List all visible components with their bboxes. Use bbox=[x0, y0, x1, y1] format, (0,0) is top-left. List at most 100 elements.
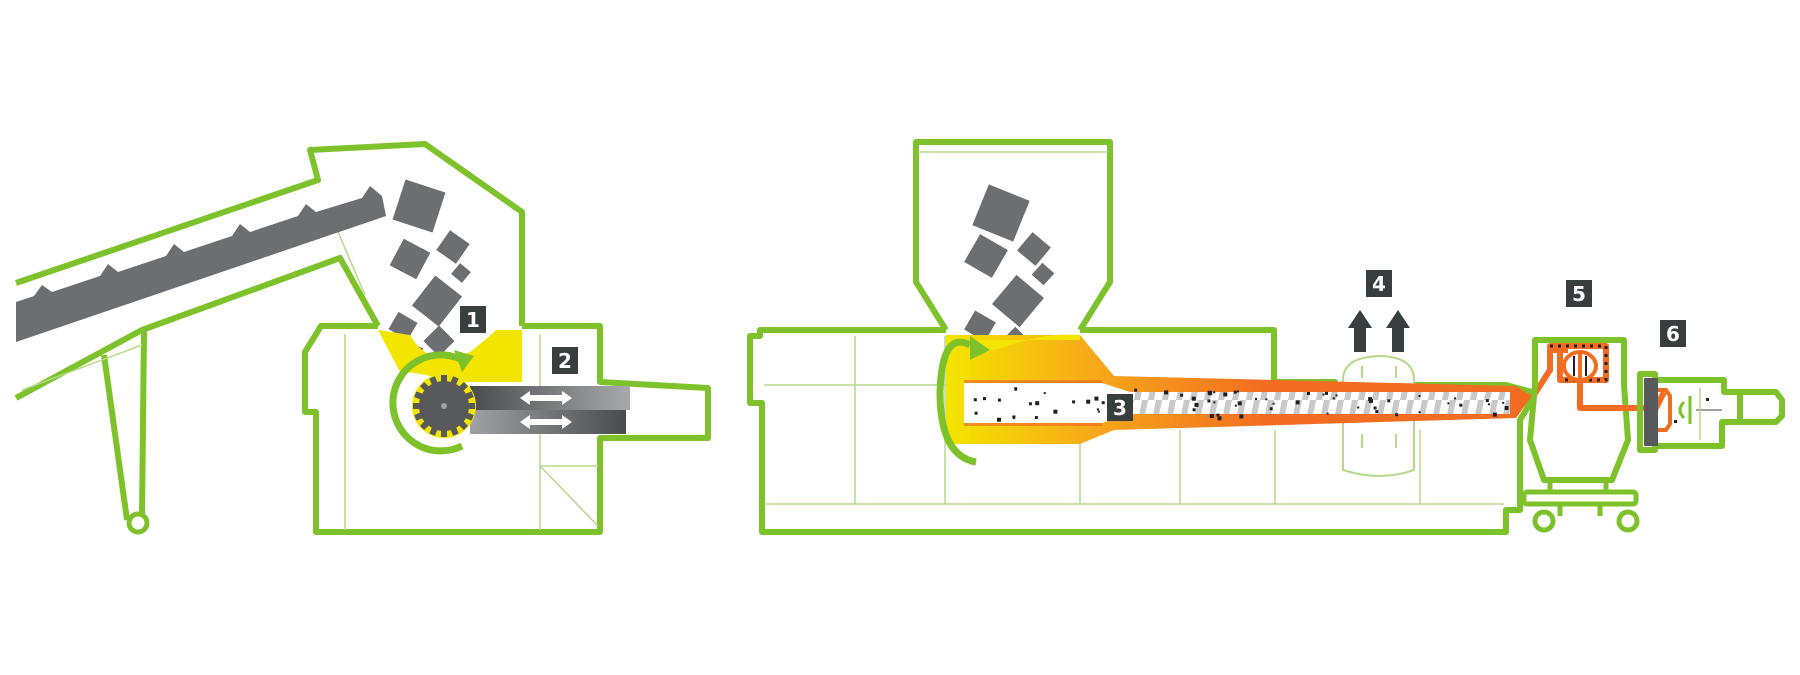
barrel-particle bbox=[1234, 404, 1237, 407]
barrel-particle bbox=[1192, 408, 1196, 412]
barrel-particle bbox=[1034, 416, 1038, 419]
barrel-particle bbox=[1373, 406, 1377, 410]
barrel-particle bbox=[1237, 401, 1242, 406]
barrel-particle bbox=[1326, 412, 1329, 415]
cart-wheel bbox=[1532, 509, 1556, 533]
barrel-particle bbox=[973, 398, 977, 402]
barrel-particle bbox=[1307, 392, 1310, 395]
barrel-particle bbox=[997, 398, 1001, 402]
barrel-particle bbox=[1028, 402, 1032, 406]
rotation-arrow-icon bbox=[389, 350, 474, 455]
barrel-particle bbox=[974, 411, 978, 415]
rotor-tooth bbox=[458, 420, 469, 431]
barrel-particle bbox=[1209, 414, 1214, 418]
die-flow bbox=[1658, 388, 1672, 432]
barrel-particles bbox=[973, 387, 1509, 422]
rotor-tooth bbox=[414, 391, 424, 400]
barrel-particle bbox=[1265, 398, 1268, 401]
barrel-particle bbox=[1375, 410, 1379, 414]
shredder-hopper bbox=[378, 330, 522, 382]
barrel-particle bbox=[1213, 391, 1216, 394]
barrel-particle bbox=[1488, 403, 1491, 406]
barrel-particle bbox=[1180, 393, 1184, 397]
cart-wheel bbox=[1616, 509, 1640, 533]
barrel-particle bbox=[1492, 412, 1497, 417]
feed-hopper bbox=[913, 139, 1113, 332]
rotor-tooth bbox=[450, 376, 459, 386]
barrel-particle bbox=[1322, 393, 1325, 396]
step-badge-4: 4 bbox=[1366, 270, 1392, 297]
barrel-particle bbox=[1207, 399, 1211, 403]
barrel-particle bbox=[1233, 390, 1237, 394]
barrel-particle bbox=[1239, 414, 1244, 419]
rotor-tooth bbox=[450, 426, 459, 436]
rotation-arrow-icon bbox=[936, 336, 990, 466]
filter-housing bbox=[1527, 337, 1631, 483]
up-arrow-icon bbox=[1348, 310, 1410, 352]
rotor-tooth bbox=[429, 426, 438, 436]
step-label-4: 4 bbox=[1372, 272, 1386, 296]
step-badge-6: 6 bbox=[1660, 320, 1686, 347]
barrel-particle bbox=[1459, 403, 1463, 407]
melt-pipe-to-die bbox=[1577, 380, 1667, 411]
barrel-particle bbox=[1043, 392, 1046, 395]
barrel-particle bbox=[1035, 401, 1040, 406]
barrel-particle bbox=[1217, 416, 1222, 421]
shredder-housing bbox=[302, 323, 711, 535]
step-badge-1: 1 bbox=[460, 306, 486, 333]
rotor-tooth bbox=[441, 429, 447, 437]
rotor-tooth bbox=[429, 376, 438, 386]
conveyor-frame bbox=[14, 141, 525, 521]
barrel-particle bbox=[1013, 417, 1015, 420]
barrel-particle bbox=[1014, 388, 1017, 391]
barrel-particle bbox=[1454, 397, 1456, 400]
die-plate bbox=[1644, 378, 1658, 446]
barrel-particle bbox=[1213, 401, 1216, 404]
barrel-particle bbox=[1395, 413, 1399, 417]
barrel-particle bbox=[1387, 399, 1391, 403]
barrel-particle bbox=[1014, 387, 1018, 391]
barrel-particle bbox=[997, 417, 1001, 422]
barrel-particle bbox=[1369, 398, 1373, 403]
rotor-hub bbox=[441, 403, 447, 409]
screw-feed-section bbox=[964, 383, 1102, 423]
barrel-particle bbox=[1325, 391, 1328, 395]
barrel-particle bbox=[1101, 401, 1105, 405]
filter-screen-icon bbox=[1562, 350, 1598, 382]
step-badge-5: 5 bbox=[1566, 280, 1592, 307]
step-label-5: 5 bbox=[1572, 282, 1586, 306]
barrel-particle bbox=[1504, 406, 1507, 409]
barrel-particle bbox=[1216, 413, 1220, 417]
conveyor-guide-line bbox=[21, 344, 143, 391]
hopper-material bbox=[964, 184, 1055, 360]
barrel-particle bbox=[1164, 390, 1169, 395]
barrel-particle bbox=[1194, 402, 1199, 407]
barrel-particle bbox=[1097, 410, 1100, 413]
barrel-particle bbox=[1269, 407, 1273, 411]
rotor-tooth-set bbox=[413, 375, 475, 437]
barrel-particle bbox=[1295, 400, 1300, 405]
conveyor-wheel bbox=[126, 511, 150, 535]
rotor-tooth bbox=[414, 412, 424, 421]
barrel-particle bbox=[1094, 396, 1099, 401]
pelletizer-knife-icon bbox=[1678, 396, 1692, 424]
housing-detail-lines bbox=[344, 334, 599, 530]
barrel-particle bbox=[1485, 399, 1489, 403]
step-badge-3: 3 bbox=[1107, 394, 1133, 421]
barrel-particle bbox=[1418, 395, 1421, 397]
conveyor-guide-line bbox=[334, 224, 366, 296]
extruder-screw bbox=[1130, 392, 1510, 414]
barrel-particle bbox=[1134, 388, 1138, 392]
barrel-particle bbox=[1418, 411, 1421, 414]
rotor-tooth bbox=[467, 403, 475, 409]
step-label-2: 2 bbox=[558, 349, 572, 373]
barrel-particle bbox=[1236, 390, 1239, 393]
step-label-3: 3 bbox=[1113, 396, 1127, 420]
rotor-tooth bbox=[458, 381, 469, 392]
extruder-unit bbox=[747, 139, 1785, 535]
step-label-1: 1 bbox=[466, 308, 480, 332]
pelletizer-housing bbox=[1637, 371, 1785, 453]
barrel-particle bbox=[1053, 409, 1058, 414]
barrel-particle bbox=[1335, 394, 1338, 397]
rotor-tooth bbox=[464, 412, 474, 421]
